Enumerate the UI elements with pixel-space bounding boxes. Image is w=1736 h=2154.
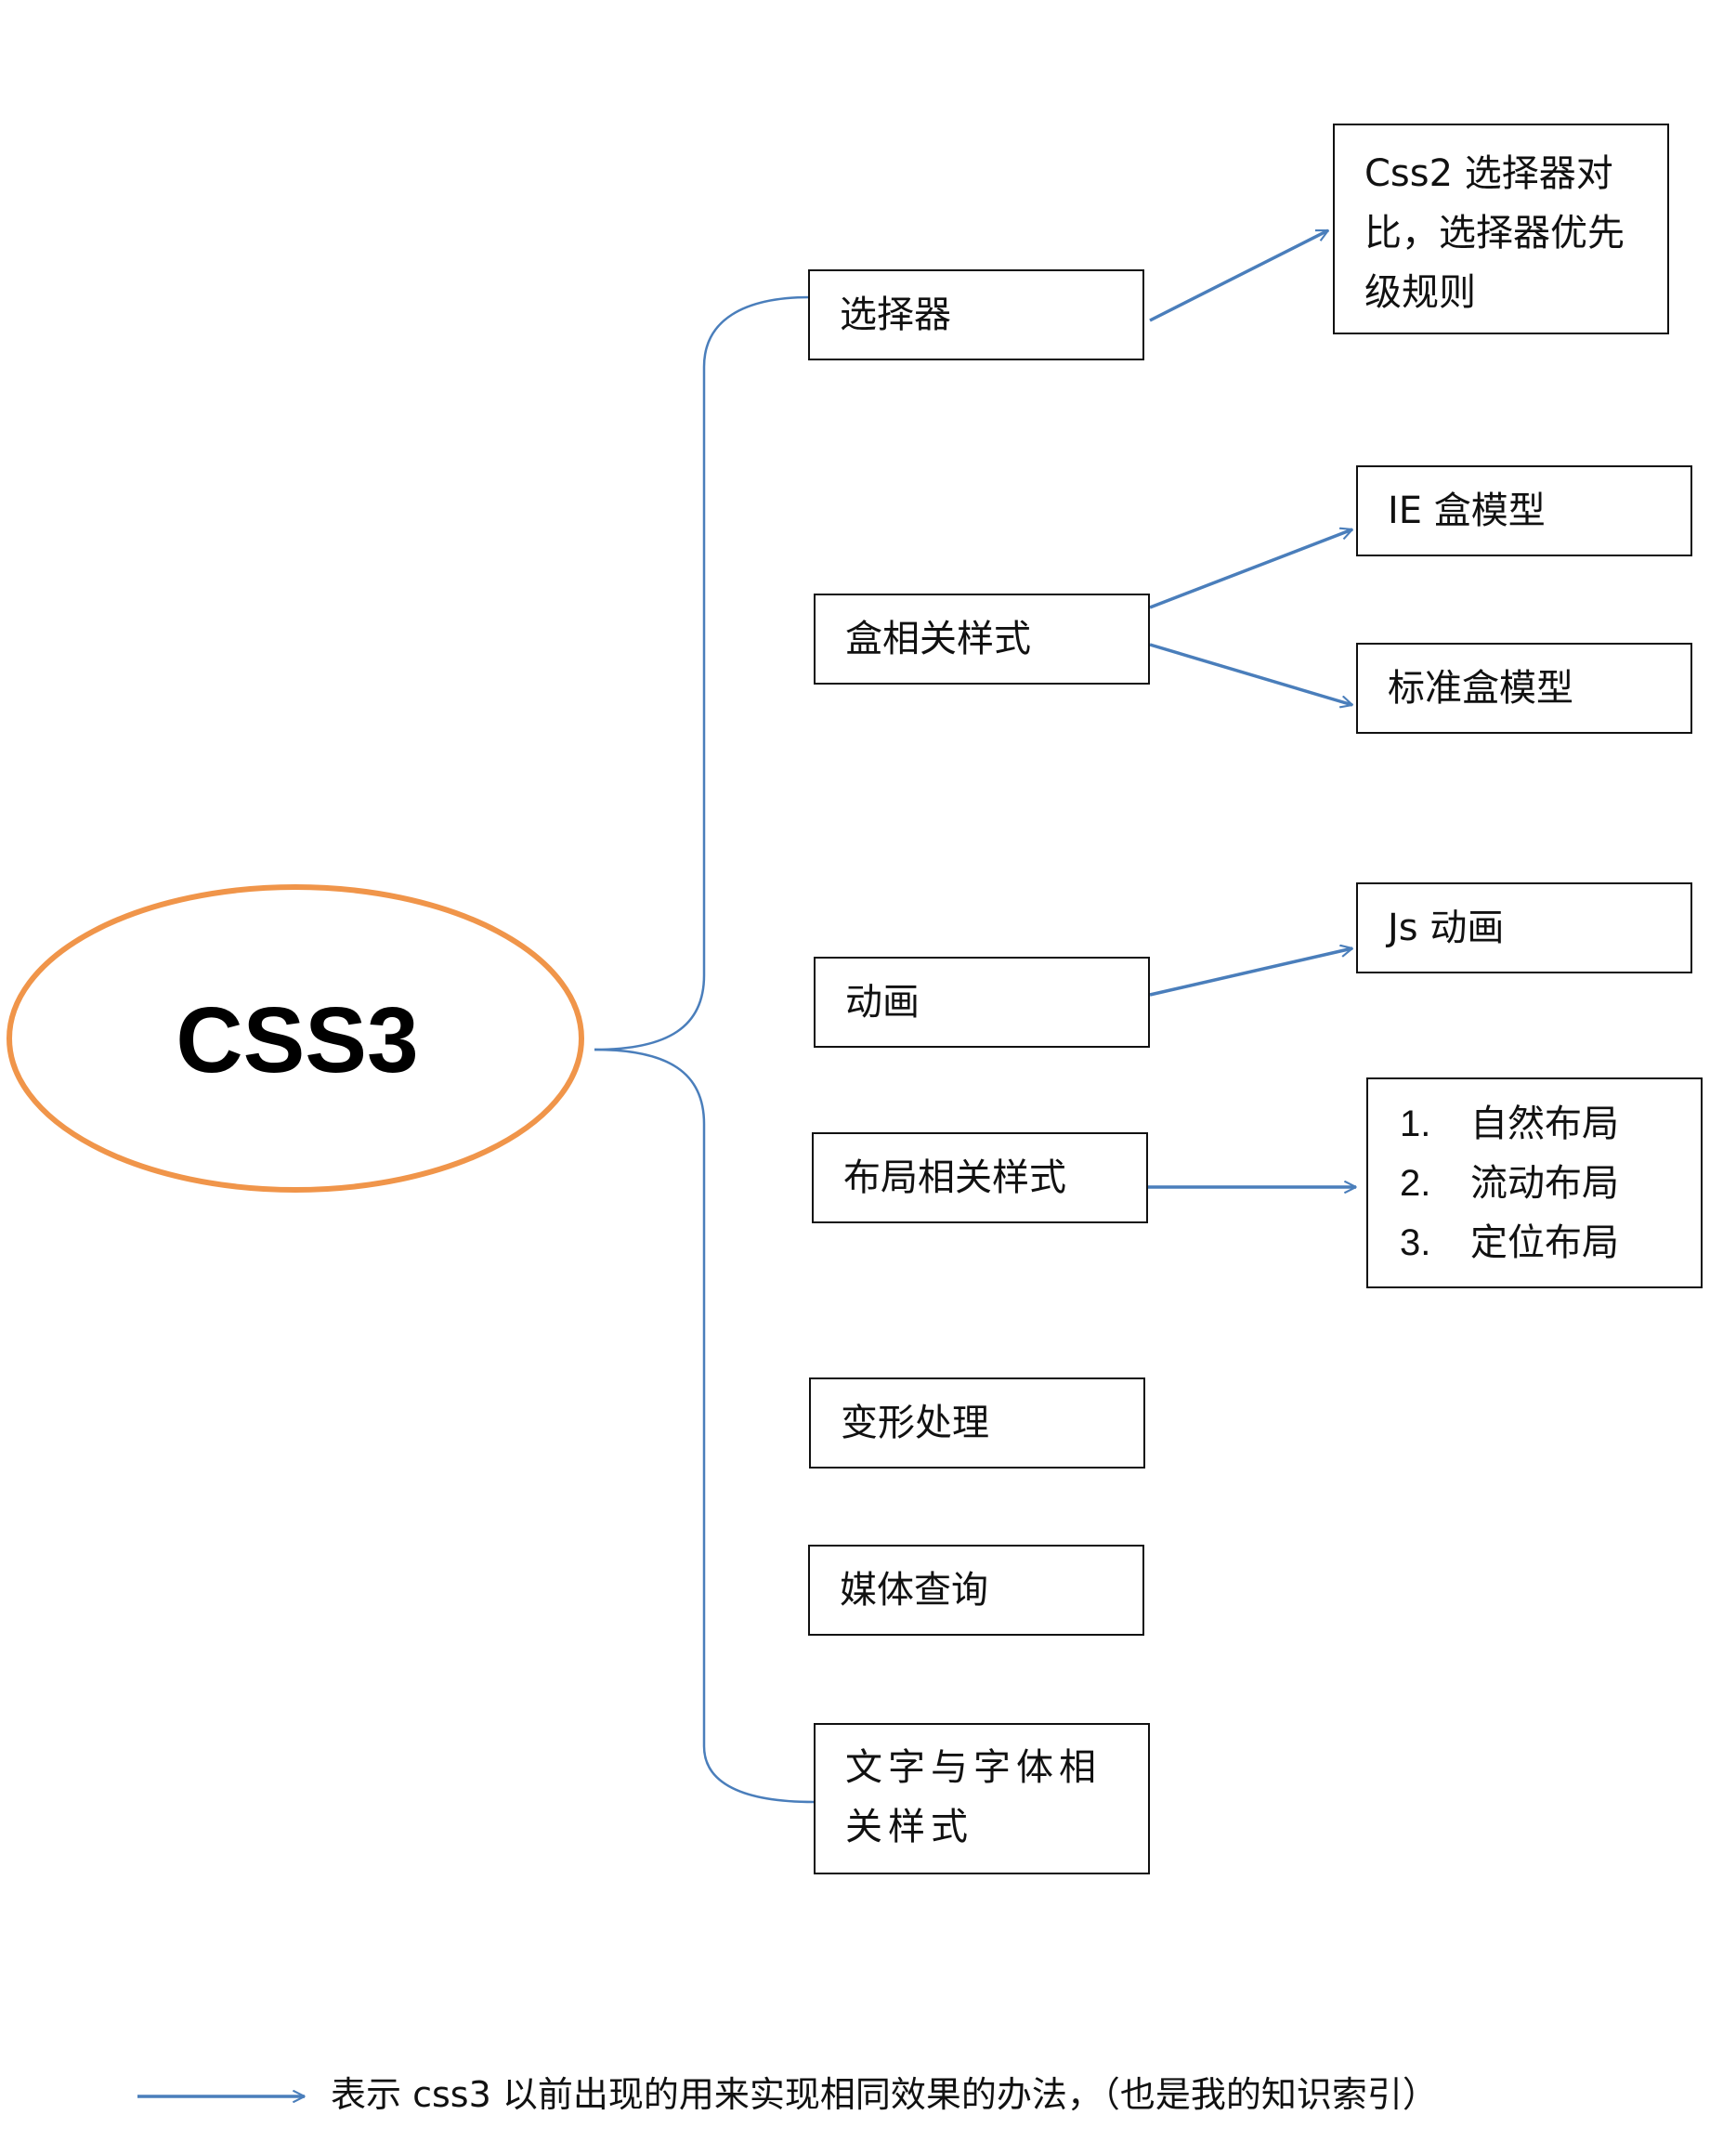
list-label: 流动布局 — [1470, 1162, 1619, 1205]
leaf-text: IE 盒模型 — [1388, 490, 1546, 532]
arrow-ie-box — [1149, 529, 1352, 609]
arrow-js-animation — [1149, 948, 1352, 997]
list-item: 3. 定位布局 — [1400, 1213, 1619, 1273]
leaf-text: Css2 选择器对 比，选择器优先 级规则 — [1364, 152, 1625, 314]
list-item: 1. 自然布局 — [1400, 1094, 1619, 1154]
branch-label: 布局相关样式 — [843, 1156, 1066, 1199]
leaf-ie-box-model: IE 盒模型 — [1356, 465, 1692, 556]
list-number: 1. — [1400, 1103, 1431, 1144]
branch-label: 选择器 — [840, 294, 951, 336]
arrow-selector — [1149, 228, 1328, 322]
branch-media-query: 媒体查询 — [808, 1545, 1144, 1636]
center-label: CSS3 — [176, 987, 419, 1092]
leaf-js-animation: Js 动画 — [1356, 882, 1692, 973]
center-ellipse — [7, 884, 584, 1193]
list-item: 2. 流动布局 — [1400, 1154, 1619, 1213]
leaf-layout-types: 1. 自然布局 2. 流动布局 3. 定位布局 — [1366, 1077, 1703, 1288]
leaf-selector-compare: Css2 选择器对 比，选择器优先 级规则 — [1333, 124, 1669, 334]
leaf-text: 标准盒模型 — [1388, 667, 1573, 710]
list-number: 2. — [1400, 1163, 1431, 1204]
layout-list: 1. 自然布局 2. 流动布局 3. 定位布局 — [1400, 1094, 1619, 1273]
list-label: 定位布局 — [1470, 1221, 1619, 1264]
branch-label: 媒体查询 — [840, 1569, 988, 1612]
legend-text: 表示 css3 以前出现的用来实现相同效果的办法，（也是我的知识索引） — [331, 2074, 1438, 2115]
leaf-standard-box-model: 标准盒模型 — [1356, 643, 1692, 734]
branch-box-styles: 盒相关样式 — [814, 594, 1150, 685]
branch-label: 盒相关样式 — [845, 618, 1031, 660]
bracket — [594, 295, 815, 1804]
branch-label: 文字与字体相关样式 — [845, 1746, 1102, 1848]
branch-label: 动画 — [845, 981, 920, 1024]
list-label: 自然布局 — [1470, 1103, 1619, 1145]
branch-layout-styles: 布局相关样式 — [812, 1132, 1148, 1223]
branch-text-font: 文字与字体相关样式 — [814, 1723, 1150, 1874]
branch-label: 变形处理 — [841, 1402, 989, 1444]
branch-selector: 选择器 — [808, 269, 1144, 360]
branch-animation: 动画 — [814, 957, 1150, 1048]
list-number: 3. — [1400, 1222, 1431, 1263]
arrow-standard-box — [1149, 643, 1352, 705]
leaf-text: Js 动画 — [1388, 907, 1505, 949]
branch-transform: 变形处理 — [809, 1377, 1145, 1469]
arrows — [137, 228, 1356, 2096]
